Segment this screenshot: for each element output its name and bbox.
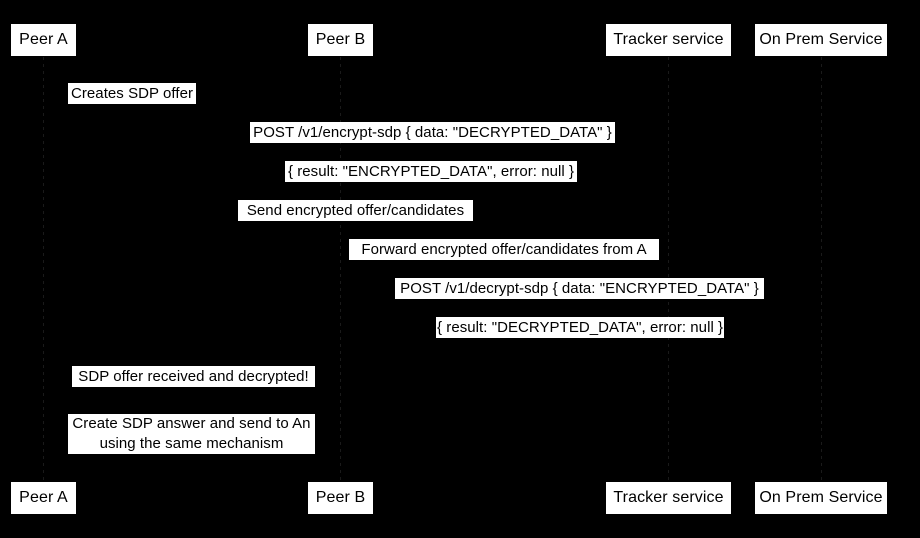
participant-label: Tracker service [613, 489, 724, 506]
footer-participant-on-prem-service[interactable]: On Prem Service [754, 481, 888, 515]
footer-participant-peer-a[interactable]: Peer A [10, 481, 77, 515]
header-participant-peer-a[interactable]: Peer A [10, 23, 77, 57]
lifeline-peer-b [340, 57, 341, 481]
message-label-msg-1: Creates SDP offer [68, 83, 196, 104]
lifeline-peer-a [43, 57, 44, 481]
participant-label: Peer A [19, 31, 68, 48]
message-label-msg-4: Send encrypted offer/candidates [238, 200, 473, 221]
footer-participant-peer-b[interactable]: Peer B [307, 481, 374, 515]
message-label-msg-6: POST /v1/decrypt-sdp { data: "ENCRYPTED_… [395, 278, 764, 299]
participant-label: Tracker service [613, 31, 724, 48]
lifeline-tracker-service [668, 57, 669, 481]
message-label-msg-9: Create SDP answer and send to An using t… [68, 414, 315, 454]
participant-label: On Prem Service [759, 489, 883, 506]
message-label-msg-3: { result: "ENCRYPTED_DATA", error: null … [285, 161, 577, 182]
message-label-msg-5: Forward encrypted offer/candidates from … [349, 239, 659, 260]
participant-label: On Prem Service [759, 31, 883, 48]
footer-participant-tracker-service[interactable]: Tracker service [605, 481, 732, 515]
participant-label: Peer B [315, 489, 366, 506]
participant-label: Peer B [315, 31, 366, 48]
header-participant-on-prem-service[interactable]: On Prem Service [754, 23, 888, 57]
message-label-msg-7: { result: "DECRYPTED_DATA", error: null … [436, 317, 724, 338]
header-participant-tracker-service[interactable]: Tracker service [605, 23, 732, 57]
header-participant-peer-b[interactable]: Peer B [307, 23, 374, 57]
message-label-msg-8: SDP offer received and decrypted! [72, 366, 315, 387]
message-label-msg-2: POST /v1/encrypt-sdp { data: "DECRYPTED_… [250, 122, 615, 143]
lifeline-on-prem-service [821, 57, 822, 481]
participant-label: Peer A [19, 489, 68, 506]
